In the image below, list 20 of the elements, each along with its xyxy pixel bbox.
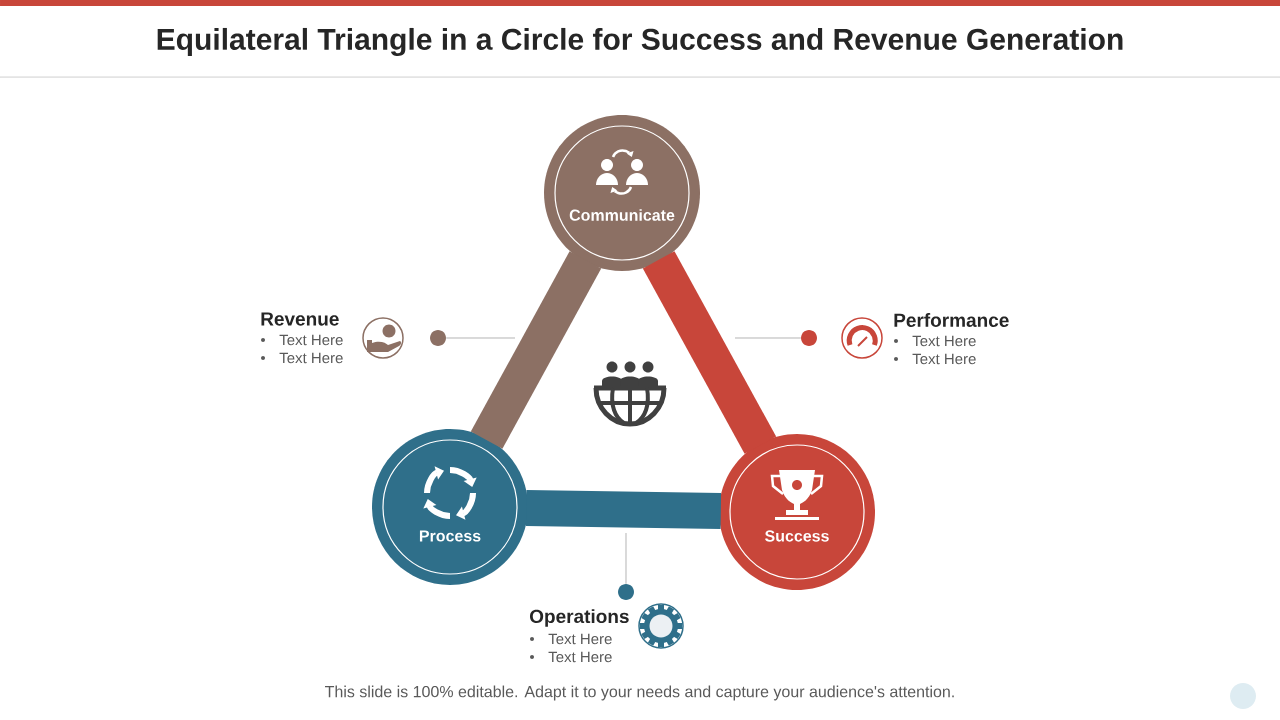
bullet-item: Text Here [279, 352, 343, 364]
connector-bar [525, 490, 722, 529]
item-heading: Operations [530, 609, 629, 627]
bullet-item: Text Here [912, 335, 976, 347]
leader-line [734, 337, 802, 339]
item-heading: Performance [894, 313, 1009, 327]
leader-line [625, 532, 627, 585]
item-heading: Revenue [261, 312, 339, 326]
bullet-item: Text Here [912, 353, 976, 365]
bullet-item: Text Here [548, 633, 612, 645]
bullet-item: Text Here [548, 651, 612, 663]
caption: This slide is 100% editable. Adapt it to your needs and capture your audience's attention. [325, 685, 954, 701]
bullet-item: Text Here [279, 334, 343, 346]
connector-bar [642, 251, 777, 454]
leader-line [445, 337, 516, 339]
title: Equilateral Triangle in a Circle for Success and Revenue Generation [157, 27, 1123, 57]
dot-marker [801, 330, 817, 346]
dot-marker [618, 584, 634, 600]
connector-bar [470, 251, 602, 449]
dot-marker [430, 330, 446, 346]
